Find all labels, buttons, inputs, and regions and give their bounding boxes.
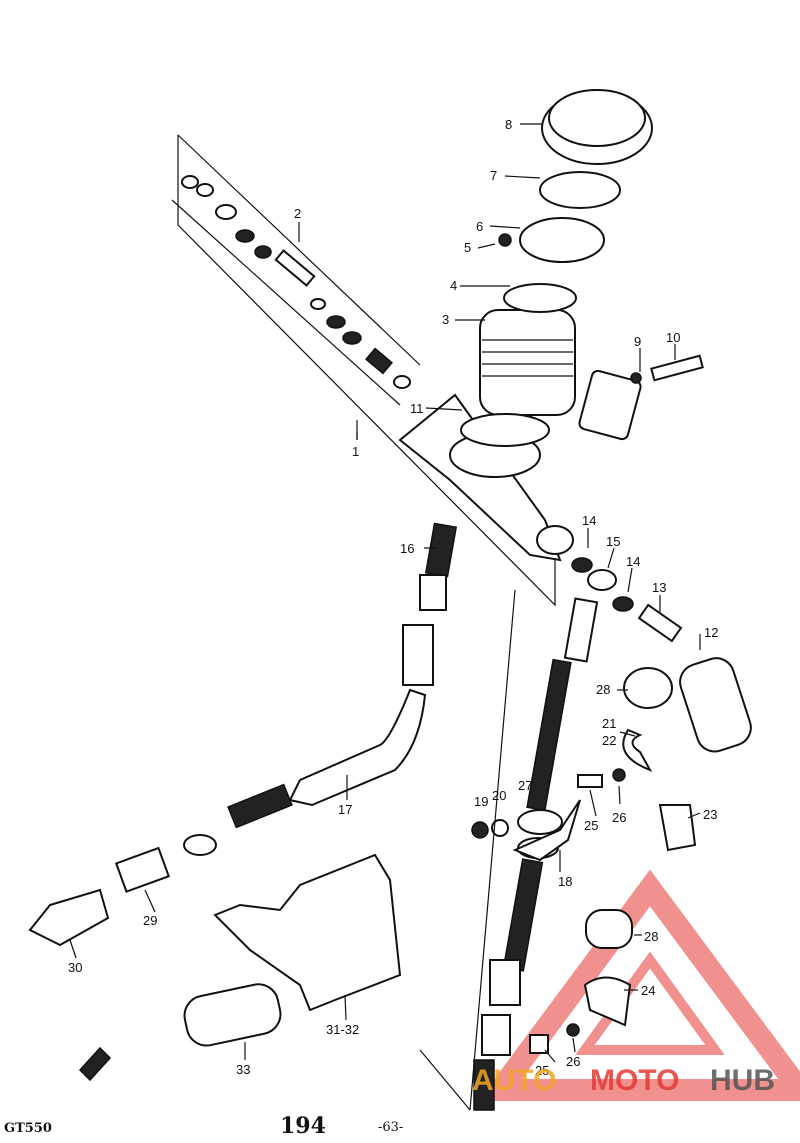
callout-19: 19 xyxy=(474,794,488,809)
callout-26b: 26 xyxy=(566,1054,580,1069)
callout-30: 30 xyxy=(68,960,82,975)
callout-10: 10 xyxy=(666,330,680,345)
callout-28a: 28 xyxy=(596,682,610,697)
bracket-27 xyxy=(471,799,581,862)
callout-13: 13 xyxy=(652,580,666,595)
callout-25a: 25 xyxy=(584,818,598,833)
callout-29: 29 xyxy=(143,913,157,928)
banjo-fittings xyxy=(571,557,752,852)
callout-8: 8 xyxy=(505,117,512,132)
sub-page-number: -63- xyxy=(378,1120,403,1135)
callout-6: 6 xyxy=(476,219,483,234)
callout-27: 27 xyxy=(518,778,532,793)
callout-7: 7 xyxy=(490,168,497,183)
callout-9: 9 xyxy=(634,334,641,349)
callout-4: 4 xyxy=(450,278,457,293)
callout-3: 3 xyxy=(442,312,449,327)
master-cylinder-assembly xyxy=(171,89,704,607)
callout-5: 5 xyxy=(464,240,471,255)
lower-fittings xyxy=(529,909,633,1054)
leader-lines xyxy=(69,123,701,1111)
callout-20: 20 xyxy=(492,788,506,803)
callout-33: 33 xyxy=(236,1062,250,1077)
watermark-moto: MOTO xyxy=(590,1064,679,1097)
callout-15: 15 xyxy=(606,534,620,549)
callout-16: 16 xyxy=(400,541,414,556)
callout-2: 2 xyxy=(294,206,301,221)
callout-1: 1 xyxy=(352,444,359,459)
callout-31-32: 31-32 xyxy=(326,1022,359,1037)
callout-12: 12 xyxy=(704,625,718,640)
brake-hose-17 xyxy=(183,522,458,856)
callout-21: 21 xyxy=(602,716,616,731)
brake-hose-18 xyxy=(473,597,599,1111)
callout-14b: 14 xyxy=(626,554,640,569)
model-label: GT550 xyxy=(4,1121,52,1136)
callout-22: 22 xyxy=(602,733,616,748)
watermark-hub: HUB xyxy=(710,1064,775,1097)
callout-25b: 25 xyxy=(535,1063,549,1078)
callout-labels: 1 2 3 4 5 6 7 8 9 10 11 12 13 14 14 15 1… xyxy=(68,117,718,1078)
callout-24: 24 xyxy=(641,983,655,998)
callout-17: 17 xyxy=(338,802,352,817)
watermark-text: AUTO MOTO HUB xyxy=(472,1064,775,1097)
footer: GT550 194 -63- xyxy=(4,1113,403,1139)
page-number: 194 xyxy=(280,1113,326,1139)
callout-18: 18 xyxy=(558,874,572,889)
watermark-auto: AUTO xyxy=(472,1064,556,1097)
callout-26a: 26 xyxy=(612,810,626,825)
callout-14a: 14 xyxy=(582,513,596,528)
lower-left-parts xyxy=(28,846,402,1082)
callout-23: 23 xyxy=(703,807,717,822)
callout-11: 11 xyxy=(410,401,424,416)
seal-kit xyxy=(181,175,411,389)
callout-28b: 28 xyxy=(644,929,658,944)
